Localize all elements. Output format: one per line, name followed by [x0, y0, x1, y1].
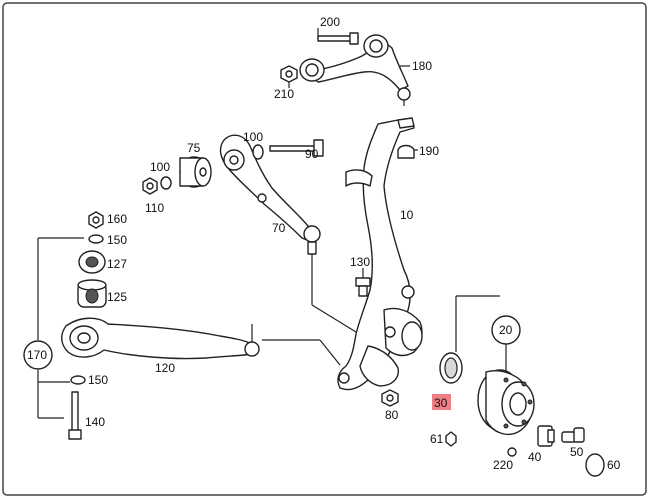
control-arm-70 — [219, 134, 321, 255]
connector-70-knuckle-2 — [311, 304, 357, 333]
bolt-130 — [355, 277, 371, 297]
nut-110 — [142, 177, 158, 195]
hub-20 — [477, 369, 535, 436]
label-70: 70 — [272, 221, 286, 235]
label-127: 127 — [107, 257, 127, 271]
label-125: 125 — [107, 290, 127, 304]
label-80: 80 — [385, 408, 399, 422]
label-30: 30 — [434, 396, 448, 410]
clip-40 — [537, 425, 555, 447]
bolt-50 — [561, 427, 585, 443]
label-190: 190 — [419, 144, 439, 158]
bracket-170 — [23, 237, 84, 419]
label-20: 20 — [499, 323, 513, 337]
bolt-90 — [269, 139, 324, 157]
label-150-top: 150 — [107, 233, 127, 247]
washer-150-top — [88, 234, 104, 244]
label-220: 220 — [493, 458, 513, 472]
label-200: 200 — [320, 15, 340, 29]
connector-arm-knuckle-2 — [319, 339, 341, 366]
washer-150-bottom — [70, 375, 86, 385]
label-40: 40 — [528, 450, 542, 464]
washer-100-upper — [252, 144, 264, 160]
bolt-200 — [317, 28, 359, 45]
bolt-140 — [68, 391, 82, 440]
nut-61 — [445, 431, 457, 447]
label-90: 90 — [305, 147, 319, 161]
label-150-bottom: 150 — [88, 373, 108, 387]
bushing-125 — [77, 279, 107, 308]
label-100-left: 100 — [150, 160, 170, 174]
bushing-127 — [78, 250, 106, 274]
bump-190 — [397, 144, 418, 159]
label-210: 210 — [274, 87, 294, 101]
nut-80 — [381, 389, 399, 407]
label-160: 160 — [107, 212, 127, 226]
label-120: 120 — [155, 361, 175, 375]
upper-control-arm — [299, 34, 411, 106]
washer-100-left — [160, 176, 172, 190]
label-75: 75 — [187, 141, 201, 155]
callout-labels: 200 180 210 100 75 90 190 100 110 10 160… — [27, 15, 621, 472]
bracket-20 — [455, 295, 521, 372]
label-10: 10 — [400, 208, 414, 222]
label-60: 60 — [607, 458, 621, 472]
label-170: 170 — [27, 348, 47, 362]
seal-30 — [439, 352, 463, 384]
label-50: 50 — [570, 445, 584, 459]
screw-220 — [507, 447, 517, 457]
label-130: 130 — [350, 255, 370, 269]
label-180: 180 — [412, 59, 432, 73]
bushing-75 — [179, 156, 212, 188]
label-61: 61 — [430, 432, 444, 446]
label-110: 110 — [145, 201, 164, 215]
highlight-box-30 — [432, 394, 451, 410]
nut-160 — [88, 211, 104, 229]
label-100-upper: 100 — [243, 130, 263, 144]
nut-210 — [280, 65, 298, 83]
lower-control-arm-120 — [61, 317, 260, 360]
steering-knuckle — [337, 117, 423, 391]
label-140: 140 — [85, 415, 105, 429]
cap-60 — [585, 453, 605, 477]
